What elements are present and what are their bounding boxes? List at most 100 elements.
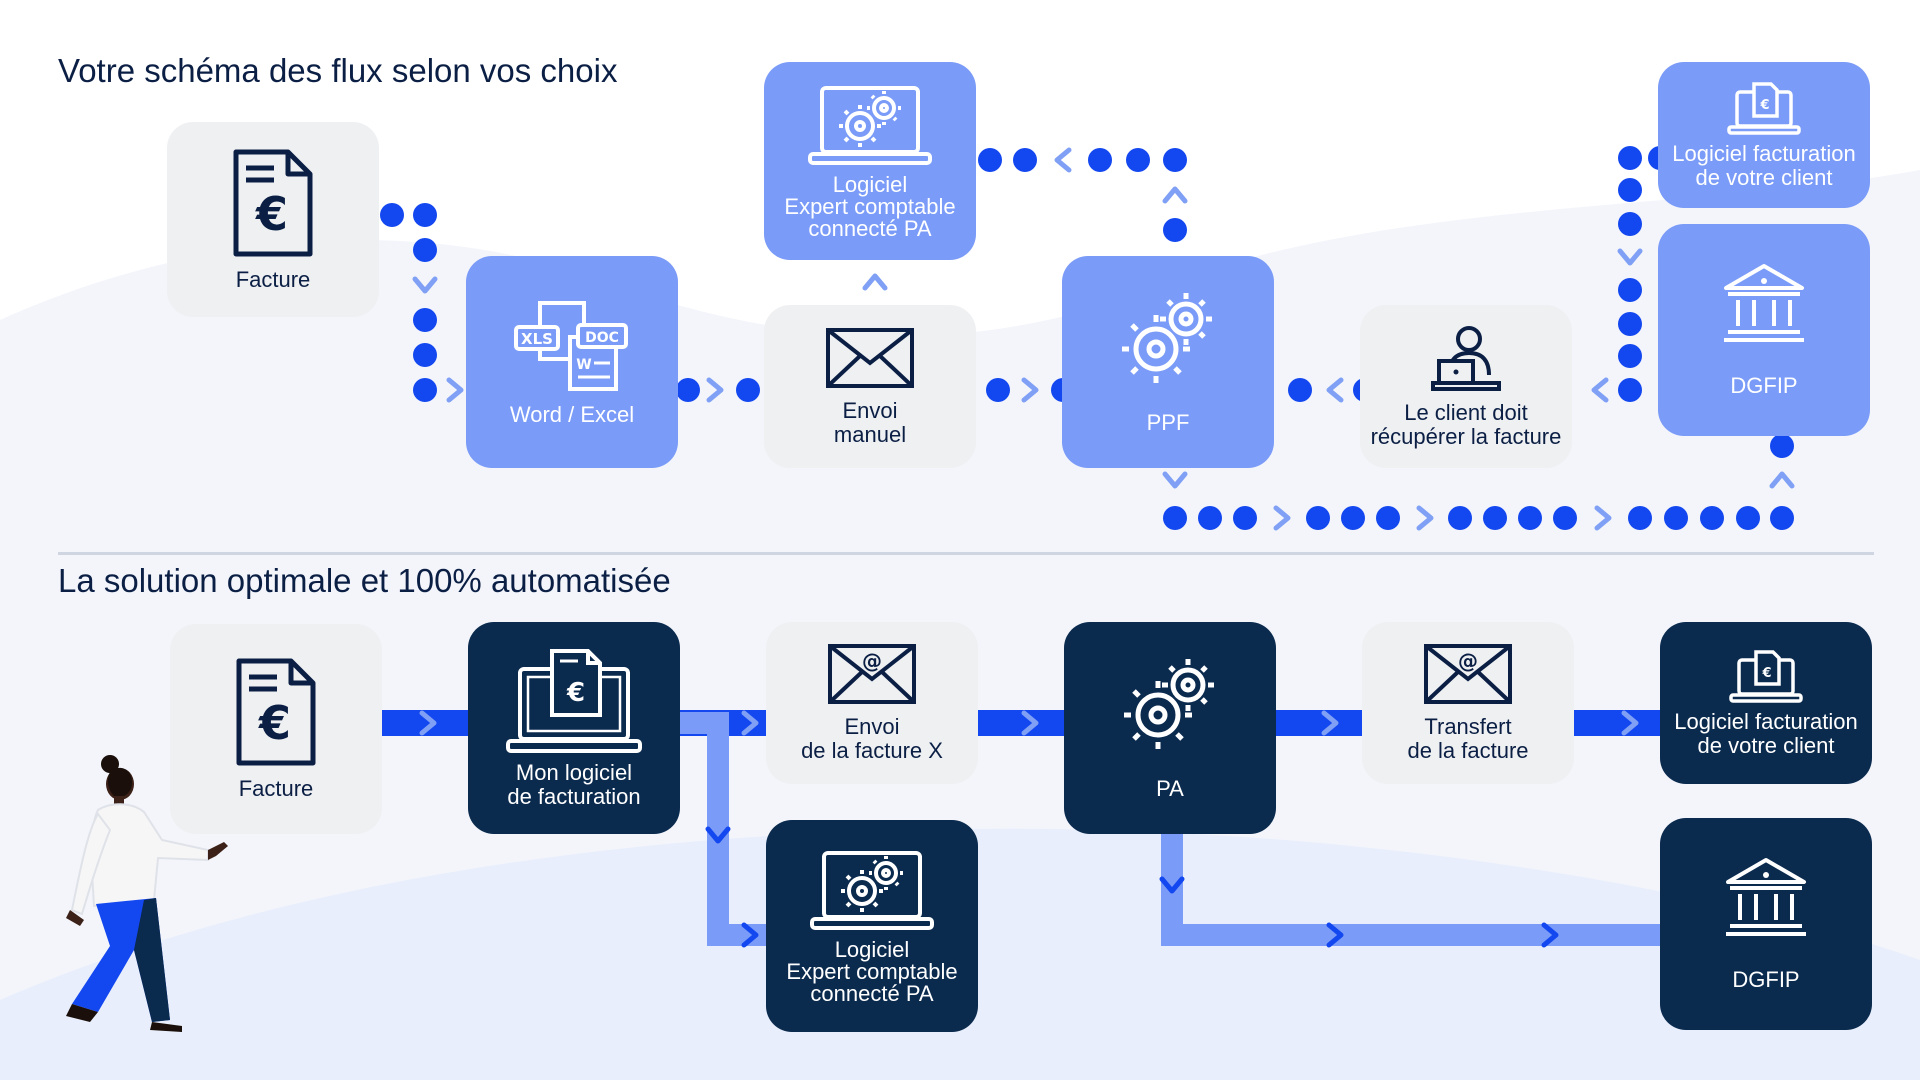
- flow-chevron: [1541, 922, 1559, 948]
- top-facture-label: Facture: [235, 266, 311, 292]
- bottom-mon-logiciel-label: Mon logiciel de facturation: [507, 760, 641, 809]
- top-node-ppf: PPF: [1062, 256, 1274, 468]
- flow-dot: [413, 378, 437, 402]
- flow-dot: [1233, 506, 1257, 530]
- flow-dot: [736, 378, 760, 402]
- flow-chevron: [741, 922, 759, 948]
- bottom-expert-label: Logiciel Expert comptable connecté PA: [786, 937, 958, 1006]
- gears-icon: [1122, 293, 1212, 383]
- flow-chevron: [1416, 505, 1434, 531]
- flow-dot: [1700, 506, 1724, 530]
- bottom-facture-label: Facture: [238, 776, 314, 801]
- flow-dot: [1376, 506, 1400, 530]
- laptop-gears-icon: [810, 851, 934, 930]
- svg-text:€: €: [255, 187, 288, 241]
- flow-chevron: [705, 826, 731, 844]
- flow-dot: [1306, 506, 1330, 530]
- bottom-node-expert: Logiciel Expert comptable connecté PA: [766, 820, 978, 1032]
- flow-chevron: [1591, 377, 1609, 403]
- invoice-euro-icon: €: [236, 658, 316, 766]
- top-flow-dots: [380, 146, 1794, 530]
- woman-illustration: [66, 755, 228, 1032]
- flow-chevron: [1162, 471, 1188, 489]
- flow-dot: [1088, 148, 1112, 172]
- flow-chevron: [1162, 186, 1188, 204]
- top-envoi-manuel-label: Envoi manuel: [833, 397, 907, 447]
- flow-chevron: [412, 276, 438, 294]
- flow-dot: [1163, 218, 1187, 242]
- top-client-recup-label: Le client doit récupérer la facture: [1370, 399, 1562, 449]
- flow-dot: [1518, 506, 1542, 530]
- flow-chevron: [1326, 922, 1344, 948]
- gears-icon: [1124, 659, 1214, 749]
- top-logiciel-client-label: Logiciel facturation de votre client: [1672, 141, 1856, 190]
- flow-dot: [1288, 378, 1312, 402]
- top-node-envoi-manuel: Envoi manuel: [764, 305, 976, 468]
- flow-dot: [1664, 506, 1688, 530]
- flow-chevron: [741, 710, 759, 736]
- bottom-flow-chevrons: [419, 710, 1639, 948]
- flow-dot: [1163, 506, 1187, 530]
- flow-dot: [1770, 434, 1794, 458]
- section-divider: [58, 552, 1874, 555]
- bottom-node-facture: € Facture: [170, 624, 382, 834]
- top-node-facture: € Facture: [167, 122, 379, 317]
- flow-dot: [986, 378, 1010, 402]
- top-word-excel-label: Word / Excel: [509, 402, 635, 427]
- flow-dot: [1013, 148, 1037, 172]
- flow-dot: [380, 203, 404, 227]
- flow-chevron: [1321, 710, 1339, 736]
- top-dgfip-label: DGFIP: [1730, 373, 1798, 398]
- bottom-logiciel-client-label: Logiciel facturation de votre client: [1674, 709, 1858, 758]
- flow-dot: [1198, 506, 1222, 530]
- flow-chevron: [1021, 710, 1039, 736]
- bottom-node-dgfip: DGFIP: [1660, 818, 1872, 1030]
- envelope-icon: [826, 327, 914, 388]
- email-at-envelope-icon: @: [1424, 644, 1512, 704]
- flow-dot: [1618, 212, 1642, 236]
- flow-chevron: [1594, 505, 1612, 531]
- flow-dot: [1553, 506, 1577, 530]
- xls-doc-files-icon: XLS DOC W: [514, 301, 628, 391]
- laptop-invoice-icon: €: [1729, 650, 1803, 703]
- top-section-title: Votre schéma des flux selon vos choix: [58, 52, 618, 89]
- flow-chevron: [1159, 876, 1185, 894]
- flow-chevron: [1621, 710, 1639, 736]
- flow-chevron: [446, 377, 464, 403]
- laptop-invoice-icon: €: [506, 649, 642, 753]
- bottom-section-title: La solution optimale et 100% automatisée: [58, 562, 671, 599]
- flow-chevron: [1021, 377, 1039, 403]
- flow-chevron: [1769, 471, 1795, 489]
- flow-dot: [1618, 278, 1642, 302]
- flow-dot: [1628, 506, 1652, 530]
- flow-dot: [1448, 506, 1472, 530]
- w-text: W: [576, 357, 591, 373]
- flow-chevron: [419, 710, 437, 736]
- top-ppf-label: PPF: [1146, 410, 1190, 435]
- svg-text:€: €: [1761, 666, 1771, 681]
- laptop-invoice-icon: €: [1727, 82, 1801, 135]
- flow-dot: [413, 308, 437, 332]
- svg-text:€: €: [566, 678, 585, 708]
- flow-dot: [413, 238, 437, 262]
- svg-text:@: @: [1458, 649, 1478, 673]
- bottom-envoi-x-label: Envoi de la facture X: [801, 714, 943, 763]
- invoice-euro-icon: €: [233, 149, 313, 256]
- bar-branch-dgfip: [1161, 830, 1662, 946]
- xls-text: XLS: [521, 330, 553, 348]
- top-expert-label: Logiciel Expert comptable connecté PA: [784, 172, 956, 241]
- flow-dot: [1163, 148, 1187, 172]
- person-laptop-icon: [1431, 325, 1501, 391]
- flow-dot: [413, 203, 437, 227]
- flow-dot: [1341, 506, 1365, 530]
- flow-chevron: [1054, 147, 1072, 173]
- bottom-transfert-label: Transfert de la facture: [1407, 714, 1529, 763]
- flow-dot: [1618, 312, 1642, 336]
- bottom-node-transfert: @ Transfert de la facture: [1362, 622, 1574, 784]
- flow-dot: [1770, 506, 1794, 530]
- top-node-word-excel: XLS DOC W Word / Excel: [466, 256, 678, 468]
- top-node-expert: Logiciel Expert comptable connecté PA: [764, 62, 976, 260]
- flow-dot: [978, 148, 1002, 172]
- svg-text:€: €: [258, 696, 291, 750]
- bank-building-icon: [1726, 858, 1806, 936]
